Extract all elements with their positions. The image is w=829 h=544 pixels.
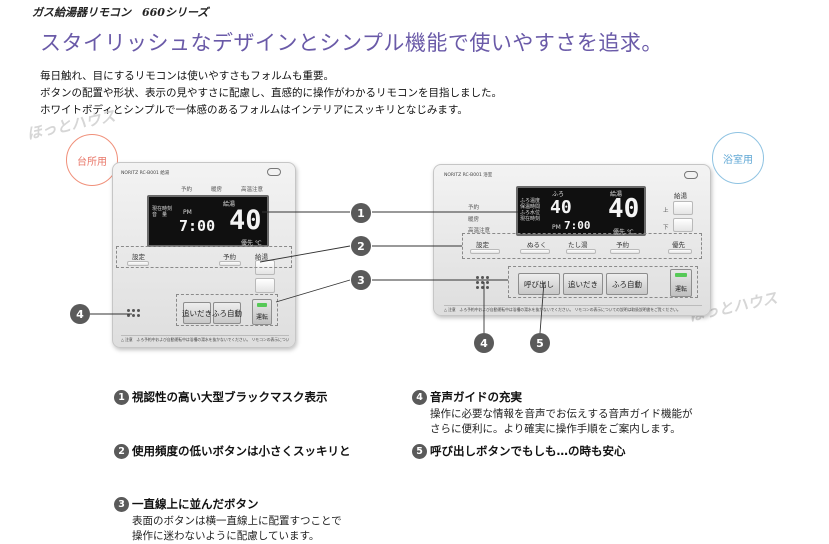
callout-marker-1: 1 xyxy=(351,203,371,223)
display-heading: 給湯 xyxy=(223,201,236,208)
callout-box-2 xyxy=(462,233,702,259)
feature-title: 使用頻度の低いボタンは小さくスッキリと xyxy=(132,444,351,458)
kitchen-remote: NORITZ RC-B001 給湯 予約 暖房 高温注意 給湯 現在時刻 音 量… xyxy=(112,162,296,348)
feature-description: 表面のボタンは横一直線上に配置すつことで 操作に迷わないように配慮しています。 xyxy=(132,515,342,542)
brand-logo-icon xyxy=(684,171,698,179)
feature-number: 4 xyxy=(412,390,427,405)
display-heading: 給湯 xyxy=(610,191,623,198)
display-small-text: ふろ温度 保温時間 ふろ水位 現在時刻 xyxy=(520,198,541,222)
intro-text: 毎日触れ、目にするリモコンは使いやすさもフォルムも重要。 ボタンの配置や形状、表… xyxy=(40,68,502,119)
intro-line: ボタンの配置や形状、表示の見やすさに配慮し、直感的に操作がわかるリモコンを目指し… xyxy=(40,87,502,99)
indicator-label: 予約 xyxy=(468,205,480,211)
feature-number: 5 xyxy=(412,444,427,459)
callout-box-3 xyxy=(508,266,698,298)
tashiyu-button[interactable] xyxy=(566,249,596,254)
nuruku-label: ぬるく xyxy=(527,241,547,249)
display-bath-temperature: 40 xyxy=(550,197,572,218)
bath-display: ふろ 給湯 ふろ温度 保温時間 ふろ水位 現在時刻 40 PM 7:00 40 … xyxy=(516,186,646,236)
feature-title: 視認性の高い大型ブラックマスク表示 xyxy=(132,390,328,404)
intro-line: 毎日触れ、目にするリモコンは使いやすさもフォルムも重要。 xyxy=(40,70,334,82)
indicator-label: 高温注意 xyxy=(241,187,264,193)
furo-jido-button[interactable]: ふろ自動 xyxy=(212,302,242,324)
yoyaku-button[interactable] xyxy=(610,249,640,254)
feature-number: 3 xyxy=(114,497,129,512)
down-label: 下 xyxy=(663,225,669,231)
display-time: 7:00 xyxy=(564,219,591,232)
display-time: 7:00 xyxy=(179,217,216,235)
callout-marker-4: 4 xyxy=(70,304,90,324)
display-heading: ふろ xyxy=(552,191,565,198)
tashiyu-label: たし湯 xyxy=(568,241,588,249)
bath-caution-strip: △ 注意 ふろ予約中および自動運転中は浴槽の湯水を抜かないでください。 リモコン… xyxy=(444,305,702,313)
feature-number: 1 xyxy=(114,390,129,405)
callout-marker-2: 2 xyxy=(351,236,371,256)
intro-line: ホワイトボディとシンプルで一体感のあるフォルムはインテリアにスッキリとなじみます… xyxy=(40,104,468,116)
speaker-grille-icon xyxy=(127,309,140,317)
display-pm: PM xyxy=(552,224,561,231)
feature-number: 2 xyxy=(114,444,129,459)
feature-title: 音声ガイドの充実 xyxy=(430,390,522,404)
brand-logo-icon xyxy=(267,168,281,176)
call-button[interactable]: 呼び出し xyxy=(518,273,560,295)
feature-description: 操作に必要な情報を音声でお伝えする音声ガイド機能が さらに便利に。より確実に操作… xyxy=(430,408,693,435)
indicator-label: 暖房 xyxy=(468,217,480,223)
yoyaku-label: 予約 xyxy=(616,241,629,249)
callout-marker-5: 5 xyxy=(530,333,550,353)
feature-title: 一直線上に並んだボタン xyxy=(132,497,259,511)
settei-button[interactable] xyxy=(127,261,149,266)
headline: スタイリッシュなデザインとシンプル機能で使いやすさを追求。 xyxy=(40,31,663,55)
kitchen-caution-strip: △ 注意 ふろ予約中および自動運転中は浴槽の湯水を抜かないでください。 リモコン… xyxy=(121,335,289,342)
nuruku-button[interactable] xyxy=(520,249,550,254)
bath-brand: NORITZ RC-B001 浴室 xyxy=(444,173,493,178)
kyuto-label: 給湯 xyxy=(674,192,687,200)
display-temperature: 40 xyxy=(608,194,640,224)
feature-title: 呼び出しボタンでもしも…の時も安心 xyxy=(430,444,626,458)
oidaki-button[interactable]: 追いだき xyxy=(182,302,212,324)
callout-box-3 xyxy=(176,294,278,326)
settei-label: 設定 xyxy=(476,241,489,249)
temp-down-button[interactable] xyxy=(673,218,693,232)
temp-down-button[interactable] xyxy=(255,278,275,293)
furo-jido-button[interactable]: ふろ自動 xyxy=(606,273,648,295)
temp-up-button[interactable] xyxy=(673,201,693,215)
kitchen-brand: NORITZ RC-B001 給湯 xyxy=(121,171,170,176)
yoyaku-button[interactable] xyxy=(219,261,241,266)
series-title: ガス給湯器リモコン 660シリーズ xyxy=(32,6,209,19)
display-unit: 優先 ℃ xyxy=(613,229,634,236)
callout-box-2 xyxy=(116,246,292,268)
indicator-label: 予約 xyxy=(181,187,193,193)
yusen-label: 優先 xyxy=(672,241,685,249)
settei-button[interactable] xyxy=(470,249,500,254)
power-button[interactable]: 運転 xyxy=(670,269,692,297)
settei-label: 設定 xyxy=(132,253,145,261)
yoyaku-label: 予約 xyxy=(223,253,236,261)
oidaki-button[interactable]: 追いだき xyxy=(563,273,603,295)
indicator-label: 高温注意 xyxy=(468,228,491,234)
speaker-grille-icon xyxy=(476,276,489,289)
yusen-button[interactable] xyxy=(668,249,692,254)
bath-remote: NORITZ RC-B001 浴室 予約 暖房 高温注意 ふろ 給湯 ふろ温度 … xyxy=(433,164,711,316)
up-label: 上 xyxy=(663,208,669,214)
display-small-text: 現在時刻 音 量 xyxy=(152,206,173,218)
kitchen-badge: 台所用 xyxy=(66,134,118,186)
bath-badge: 浴室用 xyxy=(712,132,764,184)
display-unit: 優先 ℃ xyxy=(241,240,262,247)
indicator-label: 暖房 xyxy=(211,187,223,193)
kyuto-label: 給湯 xyxy=(255,253,268,261)
display-temperature: 40 xyxy=(229,205,262,236)
kitchen-display: 給湯 現在時刻 音 量 PM 7:00 40 優先 ℃ xyxy=(147,195,269,247)
display-pm: PM xyxy=(183,209,192,216)
power-button[interactable]: 運転 xyxy=(252,299,272,325)
callout-marker-3: 3 xyxy=(351,270,371,290)
callout-marker-4: 4 xyxy=(474,333,494,353)
